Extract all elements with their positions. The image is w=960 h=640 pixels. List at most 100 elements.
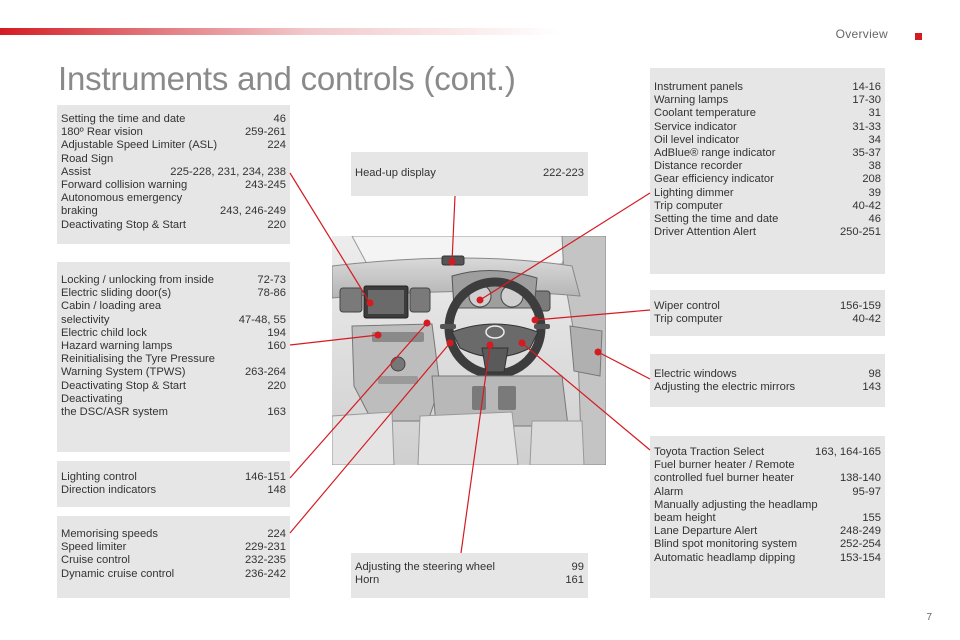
index-entry-text: Hazard warning lamps	[61, 340, 173, 353]
index-entry-pages: 40-42	[852, 199, 881, 212]
index-entry-pages: 31	[868, 107, 881, 120]
index-entry-text: Adjusting the electric mirrors	[654, 381, 796, 394]
index-entry-text: Autonomous emergency braking	[61, 192, 183, 218]
index-entry-text: Speed limiter	[61, 541, 127, 554]
section-title: Overview	[835, 27, 888, 41]
index-entry-text: Forward collision warning	[61, 179, 188, 192]
cockpit-illustration	[332, 236, 606, 465]
index-entry: Instrument panels 14-16	[654, 81, 881, 94]
index-entry-text: Road Sign Assist	[61, 152, 114, 178]
index-entry: Reinitialising the Tyre Pressure Warning…	[61, 353, 286, 379]
index-entry-pages: 34	[868, 133, 881, 146]
index-entry-text: Locking / unlocking from inside	[61, 274, 214, 286]
index-entry-text: Coolant temperature	[654, 107, 756, 120]
index-entry-text: Distance recorder	[654, 160, 743, 173]
index-entry-pages: 47-48, 55	[238, 313, 286, 326]
index-entry-pages: 14-16	[852, 81, 881, 93]
index-entry-text: Alarm	[654, 485, 684, 498]
index-entry-pages: 163	[267, 406, 286, 419]
index-entry: Alarm 95-97	[654, 486, 881, 499]
index-entry-pages: 138-140	[839, 472, 881, 485]
index-entry-pages: 160	[267, 340, 286, 353]
index-entry: Fuel burner heater / Remote controlled f…	[654, 459, 881, 485]
index-entry-text: Memorising speeds	[61, 528, 159, 540]
index-entry-pages: 224	[267, 139, 286, 152]
index-entry-text: Setting the time and date	[61, 113, 186, 125]
index-entry-text: Fuel burner heater / Remote controlled f…	[654, 459, 795, 485]
index-entry-pages: 250-251	[839, 226, 881, 239]
index-entry-text: Service indicator	[654, 120, 737, 133]
index-entry: Cabin / loading area selectivity 47-48, 5…	[61, 300, 286, 326]
index-entry-text: Deactivating Stop & Start	[61, 218, 186, 231]
index-entry-text: Setting the time and date	[654, 213, 779, 226]
index-entry-pages: 161	[565, 574, 584, 587]
index-entry-text: Lane Departure Alert	[654, 525, 758, 538]
index-entry-text: Blind spot monitoring system	[654, 538, 798, 551]
index-entry: Wiper control 156-159	[654, 300, 881, 313]
index-entry: Blind spot monitoring system 252-254	[654, 538, 881, 551]
index-entry-pages: 263-264	[244, 366, 286, 379]
index-entry-text: Reinitialising the Tyre Pressure Warning…	[61, 353, 216, 379]
index-entry-text: Automatic headlamp dipping	[654, 551, 796, 564]
index-entry-text: Driver Attention Alert	[654, 226, 756, 239]
index-entry-text: Electric child lock	[61, 326, 147, 339]
index-entry-pages: 194	[267, 326, 286, 339]
index-entry: Coolant temperature 31	[654, 107, 881, 120]
index-entry: Road Sign Assist 225-228, 231, 234, 238	[61, 153, 286, 179]
index-entry-pages: 17-30	[852, 94, 881, 107]
index-entry: Locking / unlocking from inside 72-73	[61, 274, 286, 287]
index-entry-text: Adjusting the steering wheel	[355, 561, 495, 573]
index-entry-pages: 236-242	[244, 567, 286, 580]
index-entry-pages: 208	[862, 173, 881, 186]
index-entry: Electric child lock 194	[61, 327, 286, 340]
index-entry-pages: 72-73	[257, 274, 286, 286]
index-entry-text: Deactivating the DSC/ASR system	[61, 392, 168, 419]
index-entry-pages: 143	[862, 381, 881, 394]
index-entry-pages: 252-254	[839, 538, 881, 551]
index-entry-pages: 156-159	[839, 300, 881, 312]
index-entry-text: Direction indicators	[61, 484, 157, 497]
index-entry: Electric sliding door(s)78-86	[61, 287, 286, 300]
index-entry-text: Wiper control	[654, 300, 720, 312]
index-entry-text: Deactivating Stop & Start	[61, 379, 186, 392]
index-entry-text: AdBlue® range indicator	[654, 147, 776, 160]
index-entry-pages: 225-228, 231, 234, 238	[170, 165, 286, 178]
index-entry-pages: 98	[868, 368, 881, 380]
index-entry-pages: 46	[868, 213, 881, 226]
index-entry: Deactivating the DSC/ASR system 163	[61, 393, 286, 419]
index-entry-pages: 95-97	[852, 485, 881, 498]
index-entry-pages: 40-42	[852, 313, 881, 326]
index-entry-text: Cabin / loading area selectivity	[61, 300, 162, 326]
index-entry-text: 180º Rear vision	[61, 126, 143, 139]
section-marker	[915, 33, 922, 40]
index-entry-pages: 248-249	[839, 525, 881, 538]
index-entry-text: Instrument panels	[654, 81, 743, 93]
